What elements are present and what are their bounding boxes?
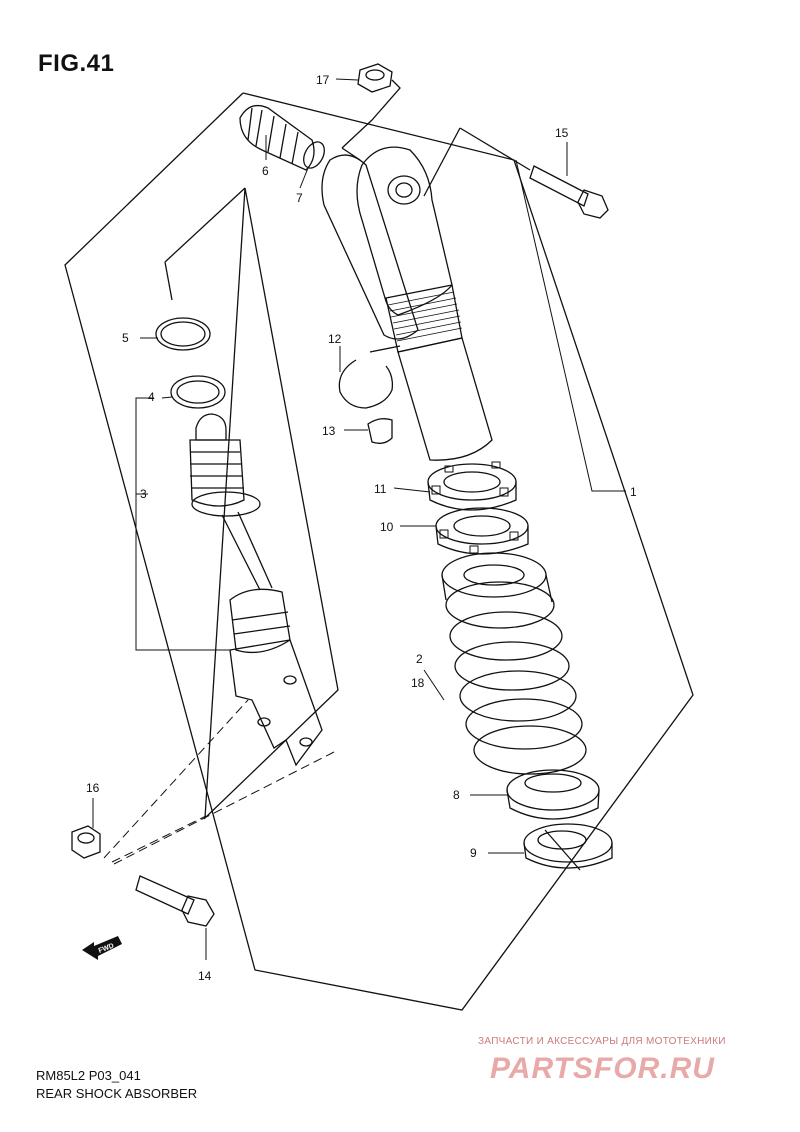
- shock-body: [321, 146, 493, 461]
- diagram-code: RM85L2 P03_041: [36, 1068, 141, 1083]
- callout-3: 3: [140, 487, 147, 501]
- callout-13: 13: [322, 424, 336, 438]
- spring-seat-8: [506, 769, 600, 820]
- spring-stopper-9: [523, 823, 613, 869]
- bolt-14: [135, 875, 215, 927]
- damper-rod-3: [189, 413, 323, 767]
- callout-1: 1: [630, 485, 637, 499]
- callout-2: 2: [416, 652, 423, 666]
- washer-4: [170, 375, 226, 409]
- callout-12: 12: [328, 332, 342, 346]
- nut-16: [71, 825, 101, 859]
- diagram-name: REAR SHOCK ABSORBER: [36, 1086, 198, 1101]
- callout-4: 4: [148, 390, 155, 404]
- callout-11: 11: [374, 482, 387, 496]
- callout-6: 6: [262, 164, 269, 178]
- assembly-outline: [64, 92, 694, 1011]
- figure-title: FIG.41: [38, 50, 115, 77]
- callout-16: 16: [86, 781, 100, 795]
- callout-10: 10: [380, 520, 394, 534]
- subassembly-outline: [204, 187, 339, 820]
- lock-nut-10: [435, 507, 529, 555]
- callout-8: 8: [453, 788, 460, 802]
- watermark-tagline: ЗАПЧАСТИ И АКСЕССУАРЫ ДЛЯ МОТОТЕХНИКИ: [478, 1036, 726, 1047]
- adjuster-nut-11: [427, 461, 517, 511]
- nut-17: [341, 63, 401, 161]
- callout-9: 9: [470, 846, 477, 860]
- watermark-logo: PARTSFOR.RU: [490, 1052, 715, 1085]
- callout-18: 18: [411, 676, 425, 690]
- circlip-12: [338, 359, 394, 409]
- ring-7: [303, 141, 325, 169]
- callout-14: 14: [198, 969, 212, 983]
- coil-spring: [441, 552, 587, 775]
- dust-boot-6: [239, 104, 315, 171]
- callout-5: 5: [122, 331, 129, 345]
- ring-5: [155, 317, 211, 351]
- valve-cap-13: [367, 418, 393, 444]
- forward-arrow-icon: FWD: [82, 936, 122, 960]
- callout-7: 7: [296, 191, 303, 205]
- bolt-15: [423, 127, 609, 219]
- callout-17: 17: [316, 73, 330, 87]
- callout-15: 15: [555, 126, 569, 140]
